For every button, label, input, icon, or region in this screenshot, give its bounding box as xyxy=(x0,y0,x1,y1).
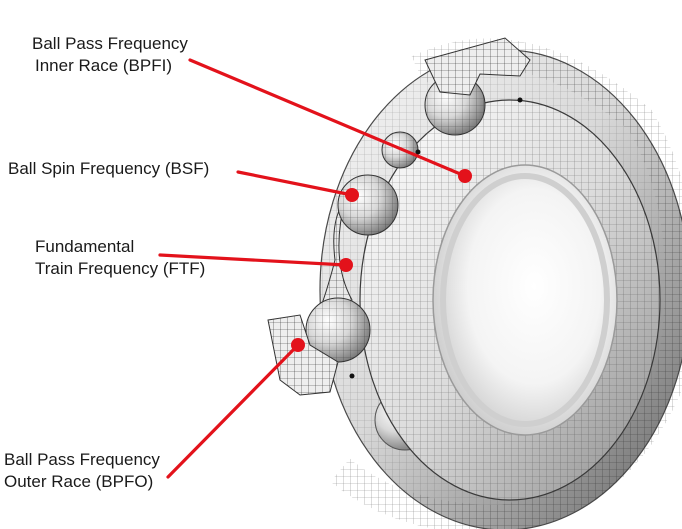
label-bpfo: Ball Pass Frequency Outer Race (BPFO) xyxy=(4,449,160,493)
label-ftf-line2: Train Frequency (FTF) xyxy=(35,259,206,278)
inner-race xyxy=(359,99,661,501)
label-bsf-line1: Ball Spin Frequency (BSF) xyxy=(8,159,210,178)
dot-bsf xyxy=(345,188,359,202)
outer-race-cutaway xyxy=(267,37,531,396)
dot-bpfi xyxy=(458,169,472,183)
label-bpfo-line1: Ball Pass Frequency xyxy=(4,450,160,469)
bore xyxy=(432,164,618,436)
label-bsf: Ball Spin Frequency (BSF) xyxy=(8,158,209,180)
label-ftf-line1: Fundamental xyxy=(35,237,135,256)
label-bpfo-line2: Outer Race (BPFO) xyxy=(4,472,154,491)
leader-bpfi xyxy=(188,58,467,178)
leader-dots xyxy=(291,169,472,352)
leader-bsf xyxy=(236,170,354,197)
leader-lines xyxy=(158,58,467,479)
dot-bpfo xyxy=(291,338,305,352)
label-ftf: Fundamental Train Frequency (FTF) xyxy=(35,236,205,280)
label-bpfi: Ball Pass Frequency Inner Race (BPFI) xyxy=(32,33,188,77)
leader-ftf xyxy=(158,253,348,267)
label-bpfi-line1: Ball Pass Frequency xyxy=(32,34,188,53)
label-bpfi-line2: Inner Race (BPFI) xyxy=(35,56,172,75)
leader-bpfo xyxy=(166,343,300,479)
dot-ftf xyxy=(339,258,353,272)
